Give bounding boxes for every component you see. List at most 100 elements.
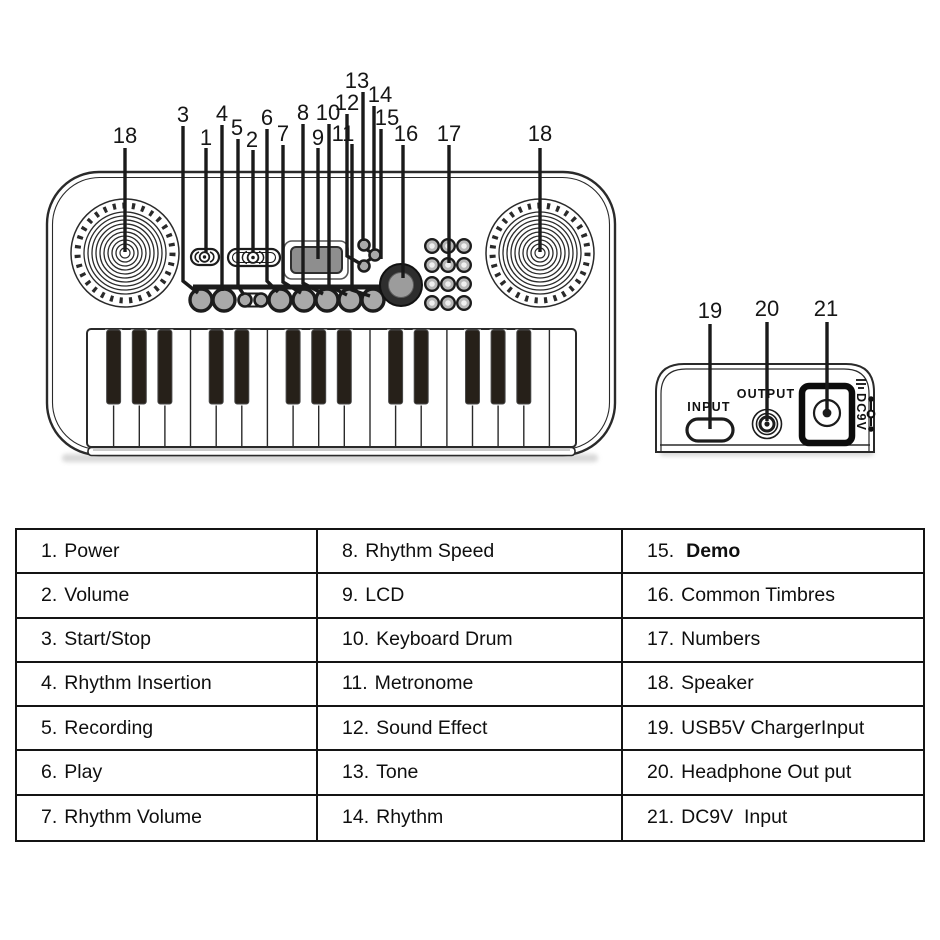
callout-14: 14: [368, 82, 392, 107]
part-number: 21.: [647, 806, 675, 829]
callout-11: 11: [332, 121, 355, 146]
part-label: Play: [64, 761, 103, 784]
part-number: 17.: [647, 628, 675, 651]
callout-1: 1: [200, 125, 212, 150]
part-label: Numbers: [681, 628, 761, 651]
part-item-17: 17. Numbers: [623, 619, 923, 663]
part-item-5: 5. Recording: [17, 707, 318, 752]
part-label: Volume: [64, 583, 130, 606]
part-label: Start/Stop: [64, 628, 151, 651]
part-number: 15.: [647, 539, 675, 562]
callout-lines: [123, 92, 829, 429]
effect-buttons-cluster: [357, 238, 382, 273]
part-item-3: 3. Start/Stop: [17, 618, 318, 663]
part-label: Recording: [64, 716, 154, 739]
callout-20: 20: [755, 296, 779, 321]
part-item-9: 9. LCD: [318, 574, 623, 619]
part-number: 12.: [342, 716, 370, 739]
part-label: Speaker: [681, 672, 754, 695]
dc-polarity-icon: [856, 379, 866, 389]
lcd-screen: [283, 240, 349, 280]
part-number: 19.: [647, 716, 675, 739]
part-number: 11.: [342, 672, 368, 695]
part-number: 20.: [647, 761, 675, 784]
part-number: 6.: [41, 761, 58, 784]
part-item-12: 12. Sound Effect: [318, 707, 623, 752]
part-label: Rhythm Insertion: [64, 672, 212, 695]
callout-21: 21: [814, 296, 838, 321]
callout-15: 15: [375, 105, 399, 130]
part-label: Tone: [376, 761, 419, 784]
callout-18-left: 18: [113, 123, 137, 148]
black-keys: [105, 329, 533, 406]
callout-7: 7: [277, 121, 289, 146]
part-label: Sound Effect: [376, 716, 488, 739]
part-item-4: 4. Rhythm Insertion: [17, 662, 318, 708]
part-number: 13.: [342, 761, 370, 784]
callout-labels: 18 3 1 4 5 2 6 7 8 9 10 11 12 13 14 15 1…: [113, 68, 838, 323]
part-item-7: 7. Rhythm Volume: [17, 795, 318, 840]
callout-16: 16: [394, 121, 418, 146]
callout-17: 17: [437, 121, 461, 146]
part-number: 7.: [41, 806, 58, 829]
part-label: Rhythm Speed: [365, 539, 495, 562]
callout-13: 13: [345, 68, 369, 93]
side-panel: INPUT OUTPUT DC9V: [655, 363, 876, 453]
parts-table: 1. Power 2. Volume 3. Start/Stop 4. Rhythm I…: [15, 528, 925, 842]
dc9v-label: DC9V: [854, 393, 868, 431]
part-item-20: 20. Headphone Out put: [623, 751, 923, 796]
dc-power-port: [798, 382, 856, 447]
callout-19: 19: [698, 298, 722, 323]
part-item-14: 14. Rhythm: [318, 795, 623, 840]
piano-keys: [86, 328, 577, 457]
callout-5: 5: [231, 115, 243, 140]
recording-control: [237, 292, 269, 308]
part-item-18: 18. Speaker: [623, 663, 923, 708]
keyboard-diagram: INPUT OUTPUT DC9V: [45, 68, 876, 462]
part-number: 3.: [41, 628, 58, 651]
part-label: Power: [64, 539, 120, 562]
callout-12: 12: [335, 90, 359, 115]
part-item-16: 16.Common Timbres: [623, 574, 923, 619]
part-item-8: 8. Rhythm Speed: [318, 530, 623, 575]
dc-pin-icon: [866, 396, 876, 432]
part-number: 8.: [342, 539, 359, 562]
callout-6: 6: [261, 105, 273, 130]
part-label: LCD: [365, 583, 405, 606]
part-item-15: 15. Demo: [623, 530, 923, 575]
part-number: 9.: [342, 583, 359, 606]
part-item-10: 10. Keyboard Drum: [318, 618, 623, 663]
number-button-grid: [424, 237, 473, 312]
part-number: 4.: [41, 672, 58, 695]
part-label: Keyboard Drum: [376, 628, 513, 651]
callout-8: 8: [297, 100, 309, 125]
part-item-13: 13. Tone: [318, 751, 623, 796]
callout-9: 9: [312, 125, 324, 150]
part-label: Headphone Out put: [681, 761, 852, 784]
part-label: Common Timbres: [681, 583, 835, 606]
part-number: 10.: [342, 628, 370, 651]
callout-3: 3: [177, 102, 189, 127]
part-label: Rhythm Volume: [64, 806, 202, 829]
callout-18-right: 18: [528, 121, 552, 146]
part-number: 5.: [41, 716, 58, 739]
part-item-11: 11. Metronome: [318, 662, 623, 708]
part-item-21: 21. DC9V Input: [623, 796, 923, 840]
part-number: 1.: [41, 539, 58, 562]
part-label: Demo: [686, 539, 741, 562]
part-label: USB5V ChargerInput: [681, 716, 865, 739]
part-item-19: 19. USB5V ChargerInput: [623, 707, 923, 752]
callout-10: 10: [316, 100, 340, 125]
part-item-6: 6. Play: [17, 751, 318, 796]
timbre-knob: [379, 263, 423, 307]
part-item-1: 1. Power: [17, 530, 318, 575]
part-label: Metronome: [374, 672, 474, 695]
part-number: 14.: [342, 806, 370, 829]
part-number: 2.: [41, 583, 58, 606]
callout-4: 4: [216, 101, 228, 126]
part-number: 18.: [647, 672, 675, 695]
part-item-2: 2. Volume: [17, 574, 318, 619]
part-label: DC9V Input: [681, 806, 788, 829]
part-label: Rhythm: [376, 806, 444, 829]
